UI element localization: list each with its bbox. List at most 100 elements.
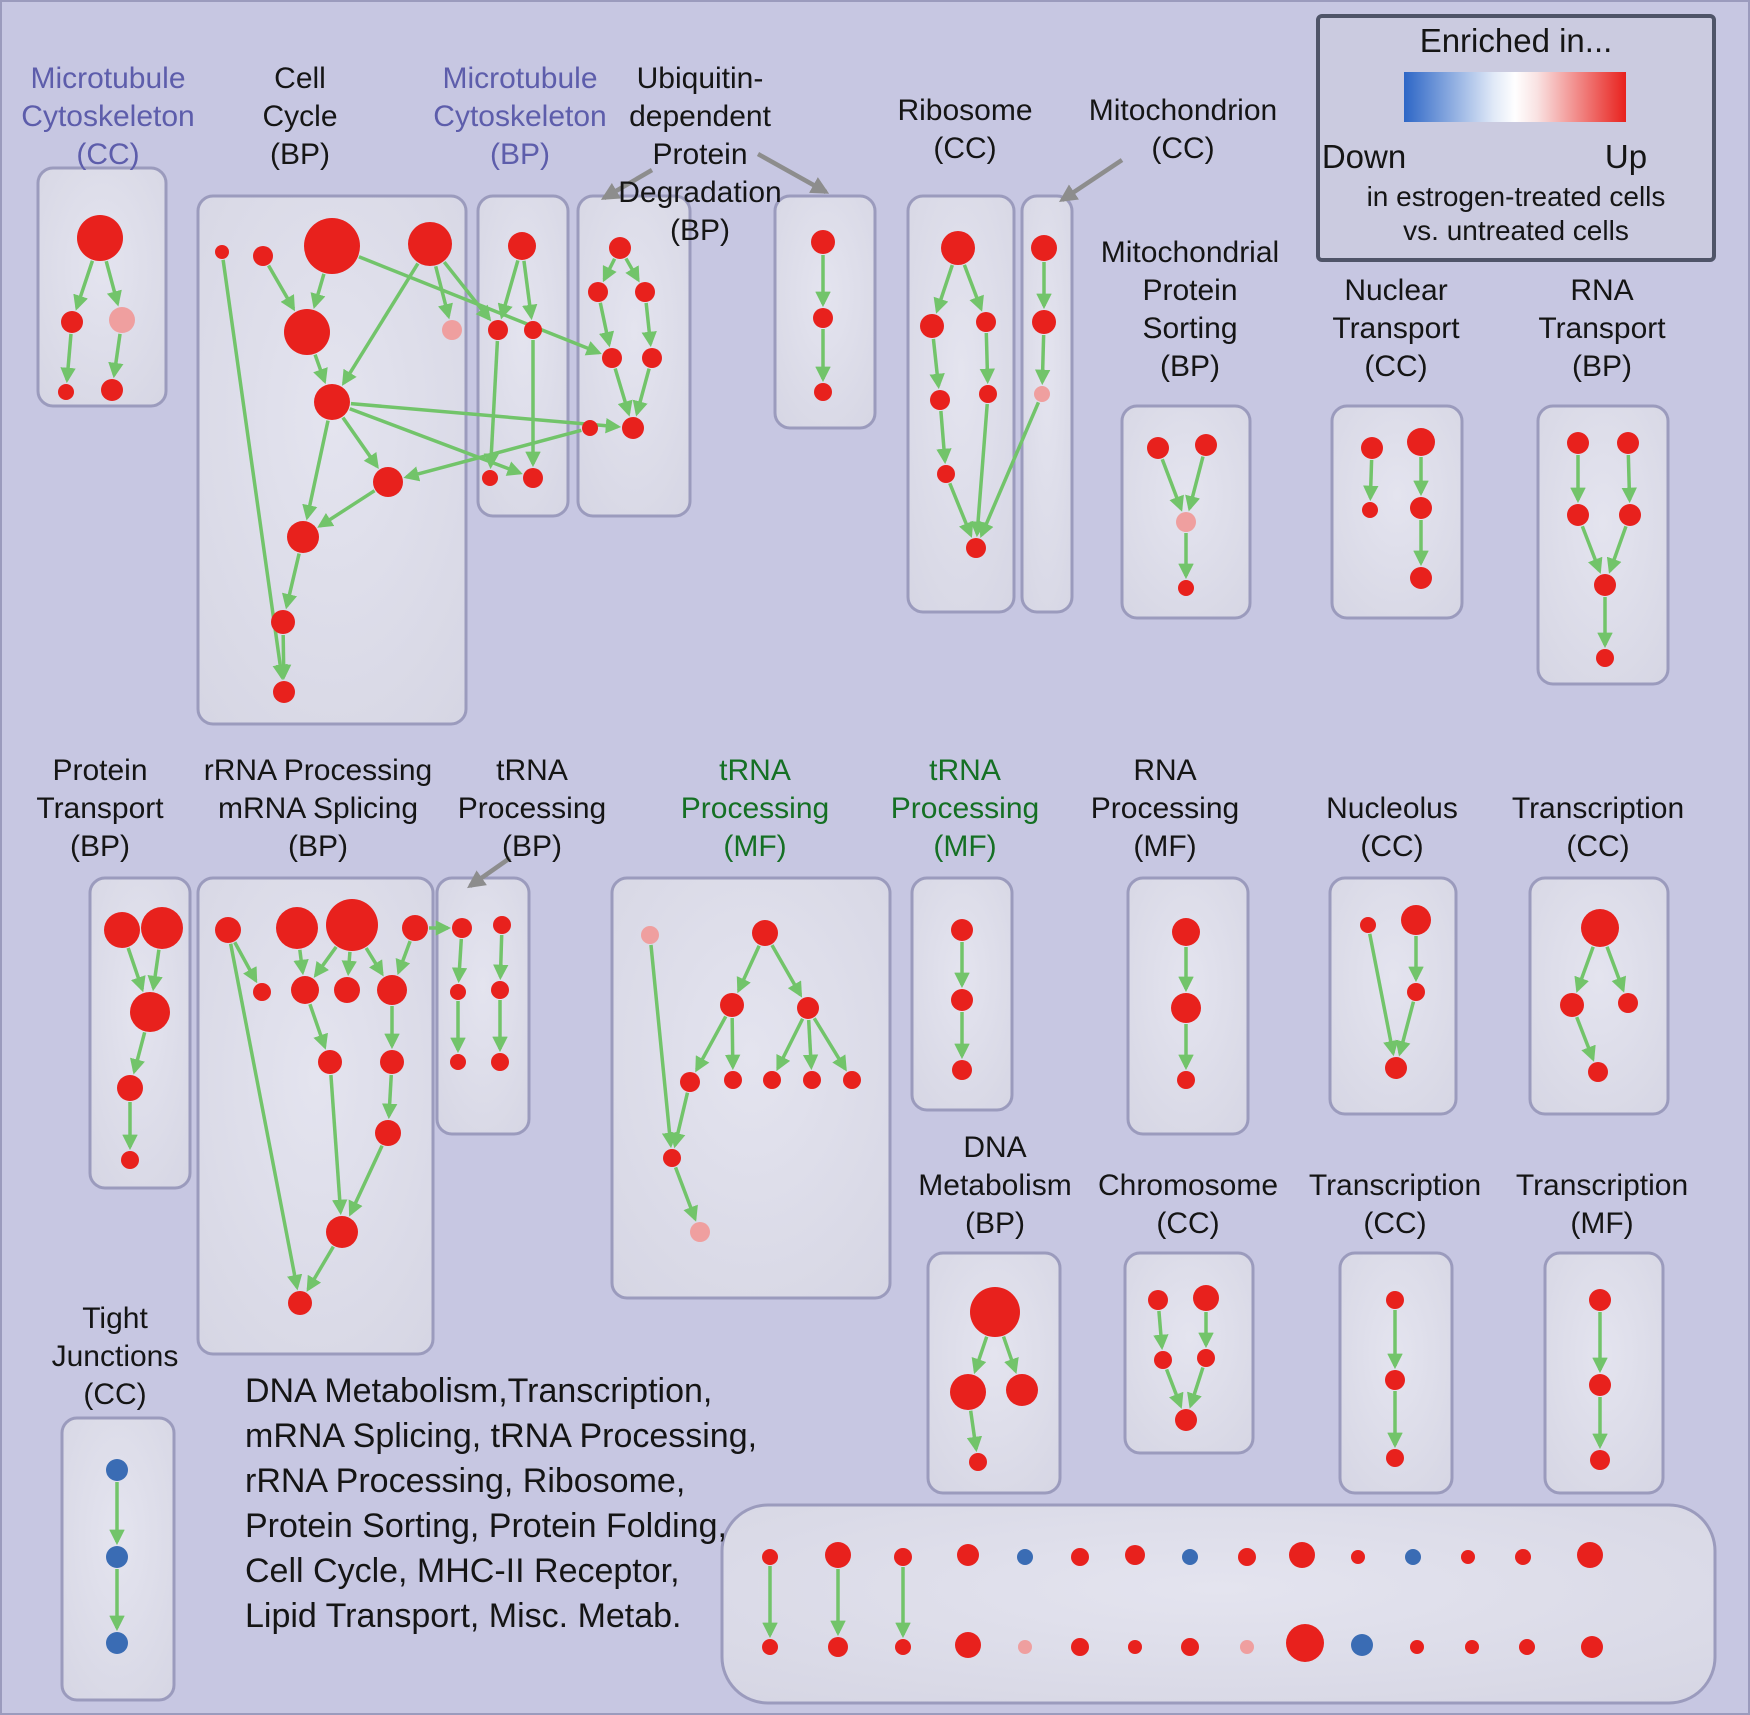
go-term-node (1567, 432, 1589, 454)
go-term-node (602, 348, 622, 368)
go-term-node (271, 610, 295, 634)
edge-arrow-mitochondrial-protein-sorting-bp (1185, 456, 1205, 512)
go-term-node (1581, 1636, 1603, 1658)
edge-arrow-ribosome-cc (948, 482, 974, 538)
edge-arrow-transcription-cc-1 (1574, 946, 1595, 993)
group-label-trna-processing-mf-1: Processing (681, 792, 829, 825)
go-term-node (950, 1374, 986, 1410)
group-label-ubiquitin-degradation-left: Protein (652, 138, 747, 171)
edge-arrow-ribosome-cc (936, 410, 952, 465)
go-term-node (106, 1632, 128, 1654)
go-term-node (318, 1050, 342, 1074)
edge-arrow-ribosome-cc (970, 403, 989, 538)
go-term-node (375, 1120, 401, 1146)
edge-arrow-protein-transport-bp (147, 949, 163, 992)
edge-arrow-cell-cycle-bp (313, 354, 328, 385)
go-term-node (970, 1287, 1020, 1337)
go-term-node (524, 321, 542, 339)
go-term-node (450, 1054, 466, 1070)
go-term-node (58, 384, 74, 400)
go-term-node (1407, 983, 1425, 1001)
edge-arrow-chromosome-cc (1153, 1310, 1169, 1351)
go-term-node (104, 912, 140, 948)
group-label-cell-cycle-bp: Cycle (262, 100, 337, 133)
group-label-trna-processing-mf-2: tRNA (929, 754, 1001, 787)
group-label-transcription-mf: Transcription (1516, 1169, 1688, 1202)
edge-arrow-cell-cycle-bp (310, 273, 326, 310)
edge-arrow-ubiquitin-degradation-left (632, 368, 651, 417)
group-label-mitochondrion-cc: (CC) (1151, 132, 1214, 165)
go-term-node (1619, 504, 1641, 526)
go-term-node (1405, 1549, 1421, 1565)
group-box-protein-transport-bp (88, 876, 192, 1190)
edge-arrow-cell-cycle-bp (266, 264, 296, 312)
go-term-node (287, 521, 319, 553)
group-label-tight-junctions-cc: Junctions (52, 1340, 179, 1373)
go-term-node (1148, 1290, 1168, 1310)
go-term-node (1360, 917, 1376, 933)
group-label-rna-transport-bp: Transport (1538, 312, 1666, 345)
group-label-chromosome-cc: Chromosome (1098, 1169, 1278, 1202)
edge-arrow-rrna-processing-mrna-splicing-bp (395, 940, 412, 976)
go-term-node (402, 915, 428, 941)
label-pointer-arrow (1059, 158, 1124, 202)
go-term-node (641, 926, 659, 944)
go-term-node (811, 230, 835, 254)
go-term-node (288, 1291, 312, 1315)
group-box-trna-processing-bp (435, 876, 531, 1136)
group-box-trna-processing-mf-1 (610, 876, 892, 1300)
group-label-transcription-cc-2: (CC) (1363, 1207, 1426, 1240)
group-label-rrna-processing-mrna-splicing-bp: mRNA Splicing (218, 792, 418, 825)
edge-arrow-rrna-processing-mrna-splicing-bp (381, 1074, 398, 1120)
edge-arrow-rrna-processing-mrna-splicing-bp (293, 949, 309, 976)
edge-arrow-trna-processing-mf-1 (770, 944, 803, 998)
legend-subtitle-line2: vs. untreated cells (1403, 215, 1629, 246)
group-label-trna-processing-bp: Processing (458, 792, 606, 825)
go-term-node (452, 918, 472, 938)
group-label-cell-cycle-bp: Cell (274, 62, 326, 95)
go-term-node (1519, 1639, 1535, 1655)
go-term-node (1588, 1062, 1608, 1082)
go-term-node (326, 1216, 358, 1248)
group-label-dna-metabolism-bp: Metabolism (918, 1169, 1071, 1202)
go-term-node (951, 919, 973, 941)
edge-arrow-ubiquitin-degradation-left (641, 302, 657, 348)
edge-arrow-microtubule-cytoskeleton-bp (497, 259, 520, 320)
misc-cluster-note-line: Protein Sorting, Protein Folding, (245, 1507, 727, 1545)
go-term-node (1289, 1542, 1315, 1568)
group-label-transcription-mf: (MF) (1570, 1207, 1633, 1240)
group-label-rna-transport-bp: (BP) (1572, 350, 1632, 383)
go-term-node (1017, 1549, 1033, 1565)
go-term-node (937, 465, 955, 483)
go-term-node (1154, 1351, 1172, 1369)
edge-arrow-trna-processing-mf-1 (736, 944, 761, 994)
group-label-trna-processing-mf-1: (MF) (723, 830, 786, 863)
edge-arrow-protein-transport-bp (126, 947, 146, 993)
cross-edge-arrow (979, 401, 1041, 538)
group-label-chromosome-cc: (CC) (1156, 1207, 1219, 1240)
go-term-node (752, 920, 778, 946)
go-term-node (493, 916, 511, 934)
edge-arrow-trna-processing-mf-1 (802, 1019, 819, 1071)
edge-arrow-rna-transport-bp (1580, 525, 1603, 574)
group-label-nuclear-transport-cc: Transport (1332, 312, 1460, 345)
go-term-node (130, 992, 170, 1032)
edge-arrow-ribosome-cc (979, 332, 995, 385)
go-term-node (1362, 502, 1378, 518)
go-term-node (141, 907, 183, 949)
group-label-microtubule-cytoskeleton-bp: Microtubule (442, 62, 597, 95)
cross-edge-arrow (350, 401, 622, 434)
go-term-node (1128, 1640, 1142, 1654)
edge-arrow-microtubule-cytoskeleton-bp (522, 260, 538, 321)
go-term-node (1031, 235, 1057, 261)
edge-arrow-cell-cycle-bp (341, 416, 379, 469)
group-label-ubiquitin-degradation-left: Degradation (618, 176, 781, 209)
go-term-node (1410, 1640, 1424, 1654)
go-term-node (1567, 504, 1589, 526)
go-term-node (314, 384, 350, 420)
group-label-rna-processing-mf: Processing (1091, 792, 1239, 825)
go-term-node (523, 468, 543, 488)
go-term-node (215, 917, 241, 943)
go-term-node (377, 975, 407, 1005)
